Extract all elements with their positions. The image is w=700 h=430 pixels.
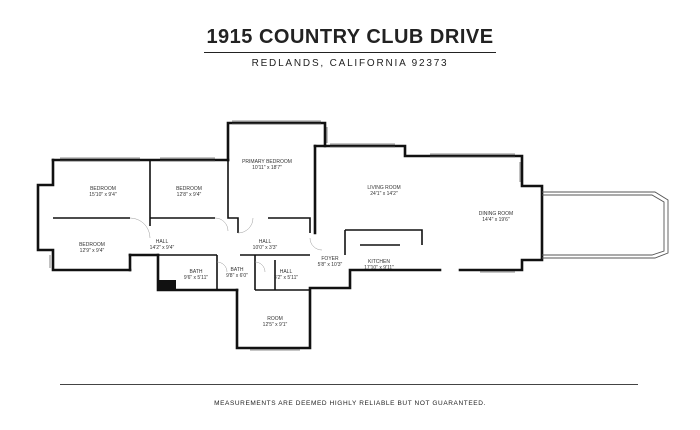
room-name-living-room: LIVING ROOM <box>367 185 400 191</box>
room-name-hall-2: HALL <box>259 239 272 245</box>
title-underline <box>204 52 496 53</box>
measurement-disclaimer: MEASUREMENTS ARE DEEMED HIGHLY RELIABLE … <box>214 400 486 407</box>
room-name-bath-2: BATH <box>231 267 244 273</box>
room-dims-room: 12'5" x 9'1" <box>263 322 288 328</box>
room-labels: BEDROOM 15'10" x 9'4" BEDROOM 12'8" x 9'… <box>79 159 513 328</box>
room-dims-living-room: 24'1" x 14'2" <box>370 191 398 197</box>
door-swings <box>129 217 323 273</box>
room-name-bedroom-3: BEDROOM <box>79 242 105 248</box>
footer-divider <box>60 384 638 385</box>
room-name-foyer: FOYER <box>321 256 339 262</box>
room-name-dining-room: DINING ROOM <box>479 211 513 217</box>
windows <box>49 120 521 351</box>
room-dims-kitchen: 17'10" x 9'11" <box>364 265 394 271</box>
room-dims-bedroom-2: 12'8" x 9'4" <box>177 192 202 198</box>
room-dims-bedroom-1: 15'10" x 9'4" <box>89 192 117 198</box>
room-dims-hall-1: 14'2" x 9'4" <box>150 245 175 251</box>
room-dims-bath-2: 9'8" x 6'0" <box>226 273 248 279</box>
room-dims-dining-room: 14'4" x 19'6" <box>482 217 510 223</box>
room-name-bedroom-2: BEDROOM <box>176 186 202 192</box>
room-dims-bath-1: 9'6" x 5'11" <box>184 275 208 281</box>
room-name-bedroom-1: BEDROOM <box>90 186 116 192</box>
room-name-hall-3: HALL <box>280 269 293 275</box>
fireplace <box>158 280 176 290</box>
room-dims-hall-2: 10'0" x 3'3" <box>253 245 278 251</box>
room-name-kitchen: KITCHEN <box>368 259 390 265</box>
room-name-hall-1: HALL <box>156 239 169 245</box>
room-dims-primary-bedroom: 10'11" x 18'7" <box>252 165 282 171</box>
room-name-room: ROOM <box>267 316 283 322</box>
property-address: 1915 COUNTRY CLUB DRIVE <box>206 26 494 48</box>
property-city: REDLANDS, CALIFORNIA 92373 <box>251 58 449 69</box>
room-name-bath-1: BATH <box>190 269 203 275</box>
room-dims-bedroom-3: 12'9" x 9'4" <box>80 248 105 254</box>
room-dims-hall-3: 3'2" x 5'11" <box>274 275 298 281</box>
room-dims-foyer: 5'8" x 10'3" <box>318 262 343 268</box>
room-name-primary-bedroom: PRIMARY BEDROOM <box>242 159 292 165</box>
deck-outline <box>542 191 669 259</box>
interior-walls <box>53 160 423 291</box>
